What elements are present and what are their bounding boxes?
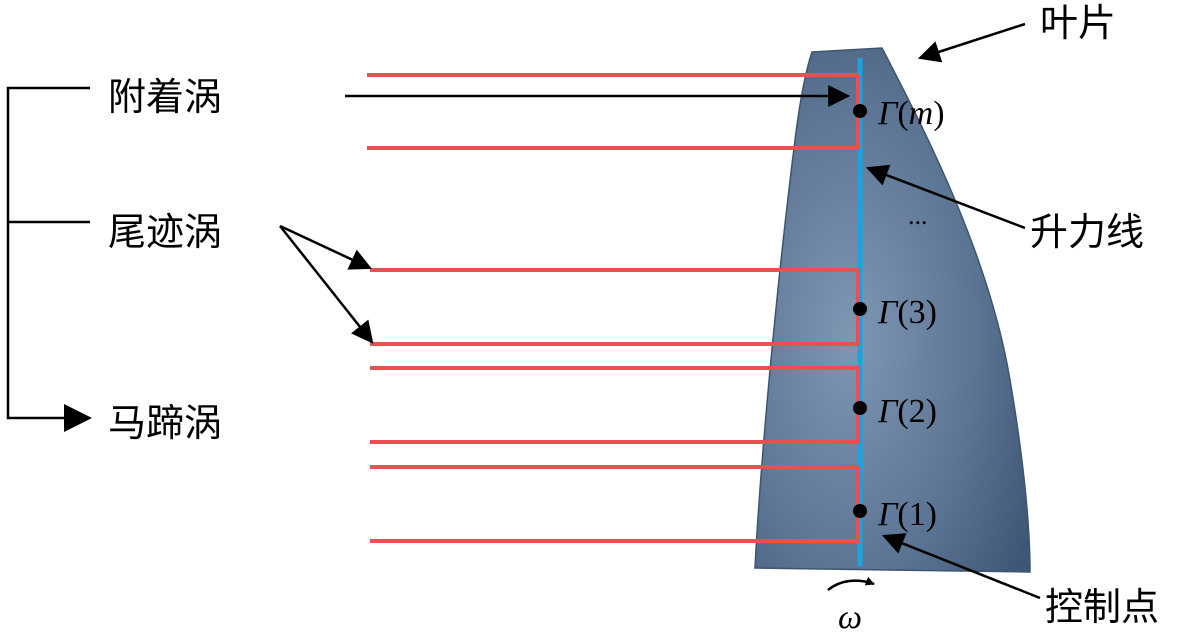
trailing-vortex-arrow-upper-icon	[279, 224, 372, 270]
horseshoe-arrow-icon	[64, 404, 92, 432]
gamma-label-m: Γ(m)	[877, 95, 945, 132]
bracket-line	[6, 86, 90, 420]
blade-label: 叶片	[1040, 1, 1116, 45]
bound-vortex-label: 附着涡	[108, 75, 222, 119]
lifting-line-label: 升力线	[1030, 210, 1144, 254]
gamma-label-2: Γ(2)	[877, 393, 937, 430]
rotation-arrow-icon	[827, 576, 875, 591]
control-point-label: 控制点	[1045, 585, 1159, 629]
gamma-label-3: Γ(3)	[877, 294, 937, 331]
horseshoe-vortex-m	[367, 73, 860, 150]
blade-arrow-icon	[917, 22, 1026, 63]
control-points	[853, 104, 867, 518]
ellipsis-label: ...	[908, 201, 928, 230]
control-point-2	[853, 401, 867, 415]
classification-bracket	[6, 86, 90, 420]
control-point-m	[853, 104, 867, 118]
control-point-arrow-icon	[881, 533, 1041, 600]
trailing-vortex-label: 尾迹涡	[108, 210, 222, 254]
omega-label: ω	[838, 599, 862, 636]
horseshoe-vortex-label: 马蹄涡	[108, 401, 222, 445]
horseshoe-vortex-1	[370, 465, 860, 543]
gamma-label-1: Γ(1)	[877, 496, 937, 533]
control-point-3	[853, 302, 867, 316]
trailing-vortex-arrow-lower-icon	[279, 225, 374, 344]
control-point-1	[853, 504, 867, 518]
lifting-line-arrow-icon	[865, 164, 1026, 230]
